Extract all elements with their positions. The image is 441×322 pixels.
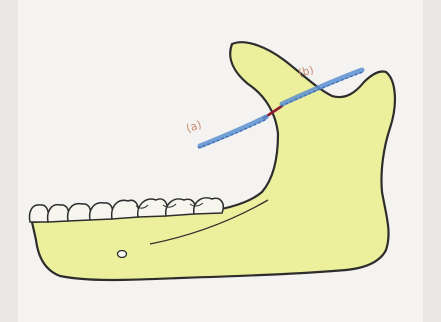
tooth — [29, 205, 48, 222]
tooth — [112, 200, 139, 219]
tooth — [68, 204, 91, 221]
tooth — [48, 205, 69, 222]
mental-foramen — [118, 251, 127, 258]
tooth — [90, 203, 113, 220]
paper-edge-left — [0, 0, 18, 322]
paper-edge-right — [423, 0, 441, 322]
